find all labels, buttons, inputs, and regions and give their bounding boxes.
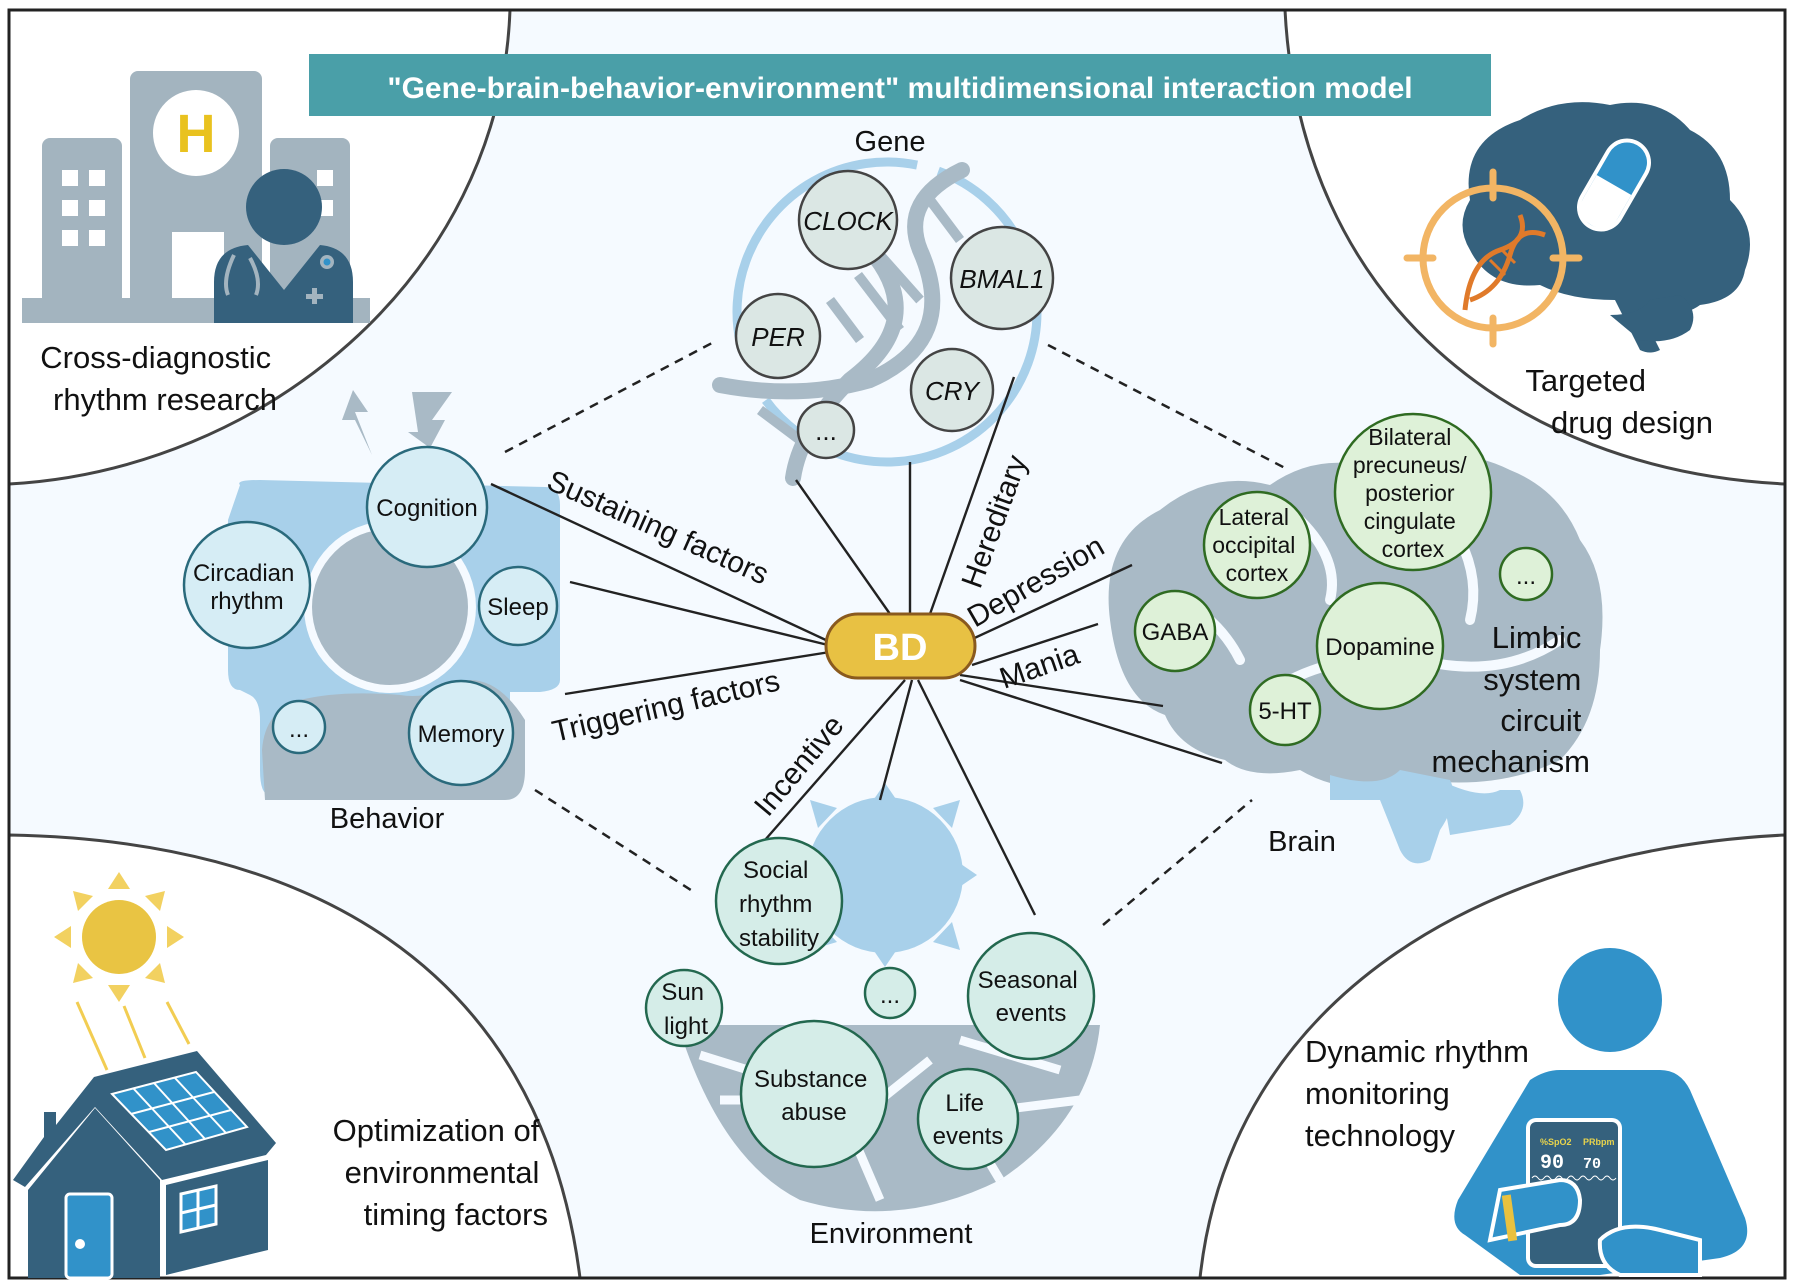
behavior-node-memory: Memory — [407, 679, 515, 787]
behavior-node-cognition: Cognition — [365, 445, 489, 569]
svg-text:PER: PER — [751, 322, 804, 352]
svg-text:Sleep: Sleep — [487, 594, 548, 621]
brain-node-dopamine: Dopamine — [1315, 581, 1445, 711]
title-banner — [309, 54, 1491, 116]
env-node-social-rhythm: Social rhythm stability — [714, 836, 844, 966]
hospital-doctor-icon: H — [22, 71, 370, 323]
svg-text:Dopamine: Dopamine — [1325, 634, 1434, 661]
behavior-node-sleep: Sleep — [477, 565, 559, 647]
gene-node-clock: CLOCK — [797, 169, 899, 271]
edge-sustaining — [490, 482, 829, 643]
gene-nodes: CLOCK BMAL1 PER CRY ... — [734, 169, 1055, 460]
svg-text:Circadian rhythm: Circadian rhythm — [193, 560, 301, 615]
edge-depression — [967, 563, 1133, 643]
corner-label-bottom-left: Optimization of environmental timing fac… — [333, 1113, 548, 1232]
title-text: "Gene-brain-behavior-environment" multid… — [387, 72, 1412, 105]
corner-label-top-left: Cross-diagnostic rhythm research — [40, 340, 280, 417]
bd-edges — [490, 376, 1223, 916]
brain-node-gaba: GABA — [1133, 589, 1217, 673]
bd-center-node: BD — [824, 612, 977, 680]
brain-node-lateral-occipital: Lateral occipital cortex — [1202, 490, 1312, 600]
solar-house-sun-icon — [13, 872, 276, 1280]
edge-incentive — [764, 679, 906, 841]
env-node-life-events: Life events — [916, 1067, 1020, 1171]
svg-text:...: ... — [289, 716, 309, 743]
svg-text:Sun light: Sun light — [661, 979, 710, 1040]
gene-node-per: PER — [734, 292, 822, 380]
brain-pill-dna-target-icon — [1403, 102, 1750, 353]
behavior-node-circadian-line-2: rhythm — [210, 588, 283, 615]
svg-text:Memory: Memory — [418, 721, 505, 748]
environment-nodes: Social rhythm stability Sun light ... Se… — [644, 836, 1096, 1171]
gene-node-bmal1: BMAL1 — [949, 225, 1055, 331]
edge-brain-bottom — [959, 678, 1223, 765]
edge-gene-dna — [795, 479, 891, 615]
svg-text:GABA: GABA — [1142, 619, 1209, 646]
svg-text:CLOCK: CLOCK — [803, 206, 894, 236]
person-pulse-oximeter-icon: %SpO2 PRbpm 90 70 — [1454, 948, 1748, 1277]
behavior-nodes: Cognition Circadian rhythm Sleep Memory … — [182, 445, 559, 787]
limbic-system-label: Limbic system circuit mechanism — [1432, 620, 1591, 779]
edge-hereditary — [928, 376, 1016, 615]
brain-nodes: Bilateral precuneus/ posterior cingulate… — [1133, 412, 1554, 747]
gene-node-cry: CRY — [909, 347, 995, 433]
behavior-heading: Behavior — [330, 803, 445, 835]
gene-heading: Gene — [855, 126, 926, 158]
gene-node-more: ... — [796, 400, 856, 460]
svg-text:...: ... — [815, 416, 837, 446]
svg-text:5-HT: 5-HT — [1258, 698, 1312, 725]
brain-node-precuneus: Bilateral precuneus/ posterior cingulate… — [1333, 412, 1493, 572]
svg-text:Social rhythm: Social rhythm stability — [739, 857, 819, 952]
edge-triggering — [564, 650, 831, 696]
pr-value: 70 — [1583, 1156, 1601, 1173]
svg-text:Life events: Life events — [933, 1090, 1004, 1150]
corner-label-top-right: Targeted drug design — [1525, 363, 1713, 440]
env-node-more: ... — [863, 966, 917, 1020]
env-node-substance-abuse: Substance abuse — [739, 1019, 889, 1169]
spo2-label: %SpO2 — [1540, 1137, 1572, 1147]
outer-frame — [7, 8, 1787, 1280]
edge-seasonal — [916, 679, 1037, 916]
svg-text:Lateral occipital: Lateral occipital cortex — [1212, 504, 1302, 586]
brain-heading: Brain — [1268, 826, 1336, 858]
svg-text:Seasonal events: Seasonal events — [978, 967, 1085, 1027]
svg-text:Cognition: Cognition — [376, 495, 477, 522]
svg-text:...: ... — [880, 982, 900, 1009]
svg-text:Substance abuse: Substance abuse — [754, 1066, 874, 1126]
corner-label-bottom-right: Dynamic rhythm monitoring technology — [1305, 1034, 1538, 1153]
svg-text:H: H — [177, 104, 216, 164]
svg-text:Bilateral precuneus/: Bilateral precuneus/ posterior cingulate… — [1353, 424, 1473, 562]
edge-sleep — [569, 580, 829, 647]
brain-node-5ht: 5-HT — [1248, 673, 1322, 747]
svg-text:BMAL1: BMAL1 — [959, 264, 1044, 294]
environment-heading: Environment — [810, 1218, 973, 1250]
env-node-sun-light: Sun light — [644, 968, 724, 1048]
dashed-connectors — [504, 341, 1286, 926]
pr-label: PRbpm — [1583, 1137, 1615, 1147]
behavior-node-circadian-line-1: Circadian — [193, 560, 294, 587]
edge-brain-lower — [959, 673, 1164, 708]
spo2-value: 90 — [1540, 1152, 1564, 1175]
behavior-node-circadian-rhythm: Circadian rhythm — [182, 520, 312, 650]
bd-label: BD — [873, 627, 928, 669]
edge-mania — [971, 622, 1099, 667]
env-node-seasonal-events: Seasonal events — [966, 931, 1096, 1061]
edge-environment-center — [878, 679, 914, 801]
behavior-node-more: ... — [271, 699, 327, 755]
brain-node-more: ... — [1498, 546, 1554, 602]
svg-text:...: ... — [1516, 563, 1536, 590]
svg-text:CRY: CRY — [925, 376, 981, 406]
